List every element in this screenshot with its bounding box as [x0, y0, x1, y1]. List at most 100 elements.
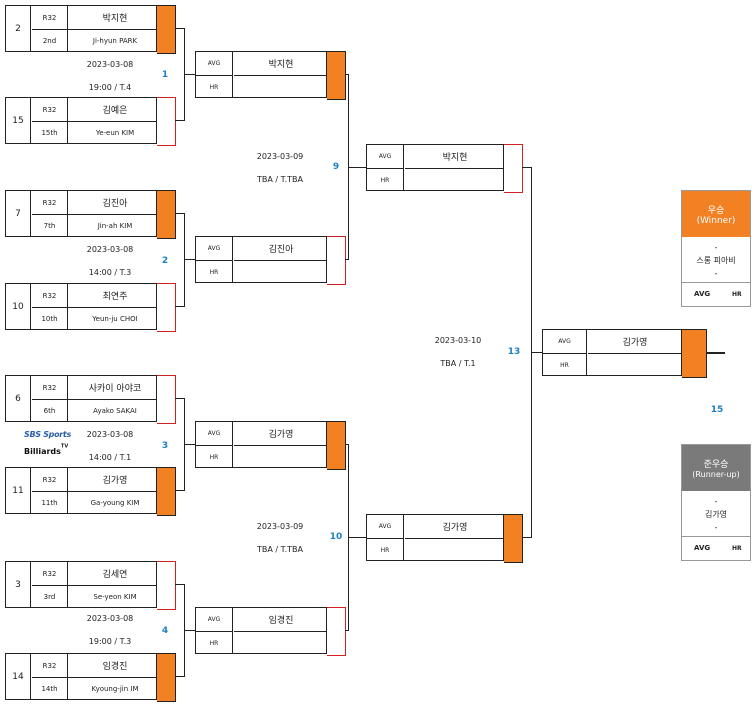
empty-cell — [234, 445, 328, 468]
player-name-ko: 김가영 — [102, 476, 128, 486]
qf-box: AVG HR 임경진 — [195, 607, 328, 654]
player-name-en: Ji-hyun PARK — [68, 29, 162, 52]
score-slot — [327, 51, 346, 100]
rank-label: 6th — [32, 399, 68, 422]
connector — [184, 259, 195, 260]
match-time: 19:00 / T.4 — [88, 83, 132, 92]
avg-label: AVG — [196, 608, 233, 631]
player-name-ko: 김예은 — [102, 106, 128, 116]
connector — [345, 74, 349, 75]
player-name: 김가영 — [268, 430, 294, 440]
round-tag: R32 — [32, 6, 68, 29]
empty-cell — [234, 631, 328, 654]
connector — [345, 630, 349, 631]
score-slot — [327, 236, 346, 285]
dash: - — [714, 269, 718, 278]
score-slot — [157, 467, 176, 516]
seed-number: 6 — [6, 376, 31, 422]
rank-label: 15th — [32, 121, 68, 144]
match-time: TBA / T.TBA — [257, 545, 303, 554]
score-slot — [157, 97, 176, 146]
winner-body: - 스롱 피아비 - — [682, 237, 750, 283]
match-number: 2 — [161, 256, 169, 266]
match-date: 2023-03-08 — [86, 430, 134, 439]
runner-up-subtitle: (Runner-up) — [692, 470, 740, 479]
avg-label: AVG — [196, 52, 233, 75]
rank-label: 7th — [32, 214, 68, 237]
connector — [706, 352, 725, 354]
connector — [184, 444, 195, 445]
round-tag: R32 — [32, 284, 68, 307]
player-box: 11 R32 11th 김가영 Ga-young KIM — [5, 467, 162, 514]
connector — [175, 584, 184, 585]
match-date: 2023-03-08 — [86, 60, 134, 69]
connector — [175, 120, 184, 121]
score-slot — [157, 283, 176, 332]
seed-number: 7 — [6, 191, 31, 237]
seed-number: 15 — [6, 98, 31, 144]
player-name-ko: 김세연 — [102, 570, 128, 580]
match-date: 2023-03-08 — [86, 245, 134, 254]
sf-box: AVG HR 김가영 — [366, 514, 505, 561]
score-slot — [157, 561, 176, 610]
empty-cell — [405, 538, 505, 561]
round-tag: R32 — [32, 562, 68, 585]
logo-line1: SBS Sports — [24, 430, 71, 439]
connector — [175, 213, 184, 214]
match-number: 13 — [507, 347, 521, 357]
winner-title: 우승 — [707, 205, 725, 216]
player-name: 김가영 — [442, 523, 468, 533]
match-number: 1 — [161, 70, 169, 80]
winner-name: 스롱 피아비 — [696, 256, 736, 265]
qf-box: AVG HR 박지현 — [195, 51, 328, 98]
player-name-ko: 최연주 — [102, 292, 128, 302]
player-box: 15 R32 15th 김예은 Ye-eun KIM — [5, 97, 162, 144]
player-name-en: Ayako SAKAI — [68, 399, 162, 422]
dash: - — [714, 243, 718, 252]
connector — [348, 537, 366, 538]
round-tag: R32 — [32, 191, 68, 214]
winner-header: 우승 (Winner) — [682, 191, 750, 237]
hr-label: HR — [543, 353, 587, 376]
player-name: 박지현 — [442, 153, 468, 163]
rank-label: 3rd — [32, 585, 68, 608]
player-name-en: Se-yeon KIM — [68, 585, 162, 608]
dash: - — [714, 523, 718, 532]
connector — [184, 213, 185, 307]
hr-label: HR — [367, 168, 404, 191]
match-number: 3 — [161, 441, 169, 451]
qf-box: AVG HR 김가영 — [195, 421, 328, 468]
avg-label: AVG — [367, 145, 404, 168]
player-name: 임경진 — [268, 616, 294, 626]
match-time: 19:00 / T.3 — [88, 637, 132, 646]
dash: - — [714, 497, 718, 506]
empty-cell — [234, 260, 328, 283]
connector — [184, 74, 195, 75]
rank-label: 10th — [32, 307, 68, 330]
player-box: 3 R32 3rd 김세연 Se-yeon KIM — [5, 561, 162, 608]
avg-label: AVG — [694, 544, 711, 552]
player-name-en: Kyoung-jin IM — [68, 677, 162, 700]
player-name-en: Yeun-ju CHOI — [68, 307, 162, 330]
logo-tv: TV — [60, 443, 69, 450]
score-slot — [682, 329, 707, 378]
avg-label: AVG — [196, 237, 233, 260]
round-tag: R32 — [32, 376, 68, 399]
match-number: 15 — [710, 405, 724, 415]
connector — [175, 398, 184, 399]
sf-box: AVG HR 박지현 — [366, 144, 505, 191]
connector — [175, 28, 184, 29]
score-slot — [157, 375, 176, 424]
match-number: 10 — [329, 532, 343, 542]
match-date: 2023-03-10 — [434, 336, 482, 345]
hr-label: HR — [196, 75, 233, 98]
connector — [522, 537, 532, 538]
seed-number: 14 — [6, 654, 31, 700]
runner-up-header: 준우승 (Runner-up) — [682, 445, 750, 491]
round-tag: R32 — [32, 654, 68, 677]
runner-up-body: - 김가영 - — [682, 491, 750, 537]
connector — [175, 490, 184, 491]
round-tag: R32 — [32, 468, 68, 491]
player-name-ko: 박지현 — [102, 14, 128, 24]
sbs-sports-logo: SBS Sports BilliardsTV — [24, 430, 74, 460]
